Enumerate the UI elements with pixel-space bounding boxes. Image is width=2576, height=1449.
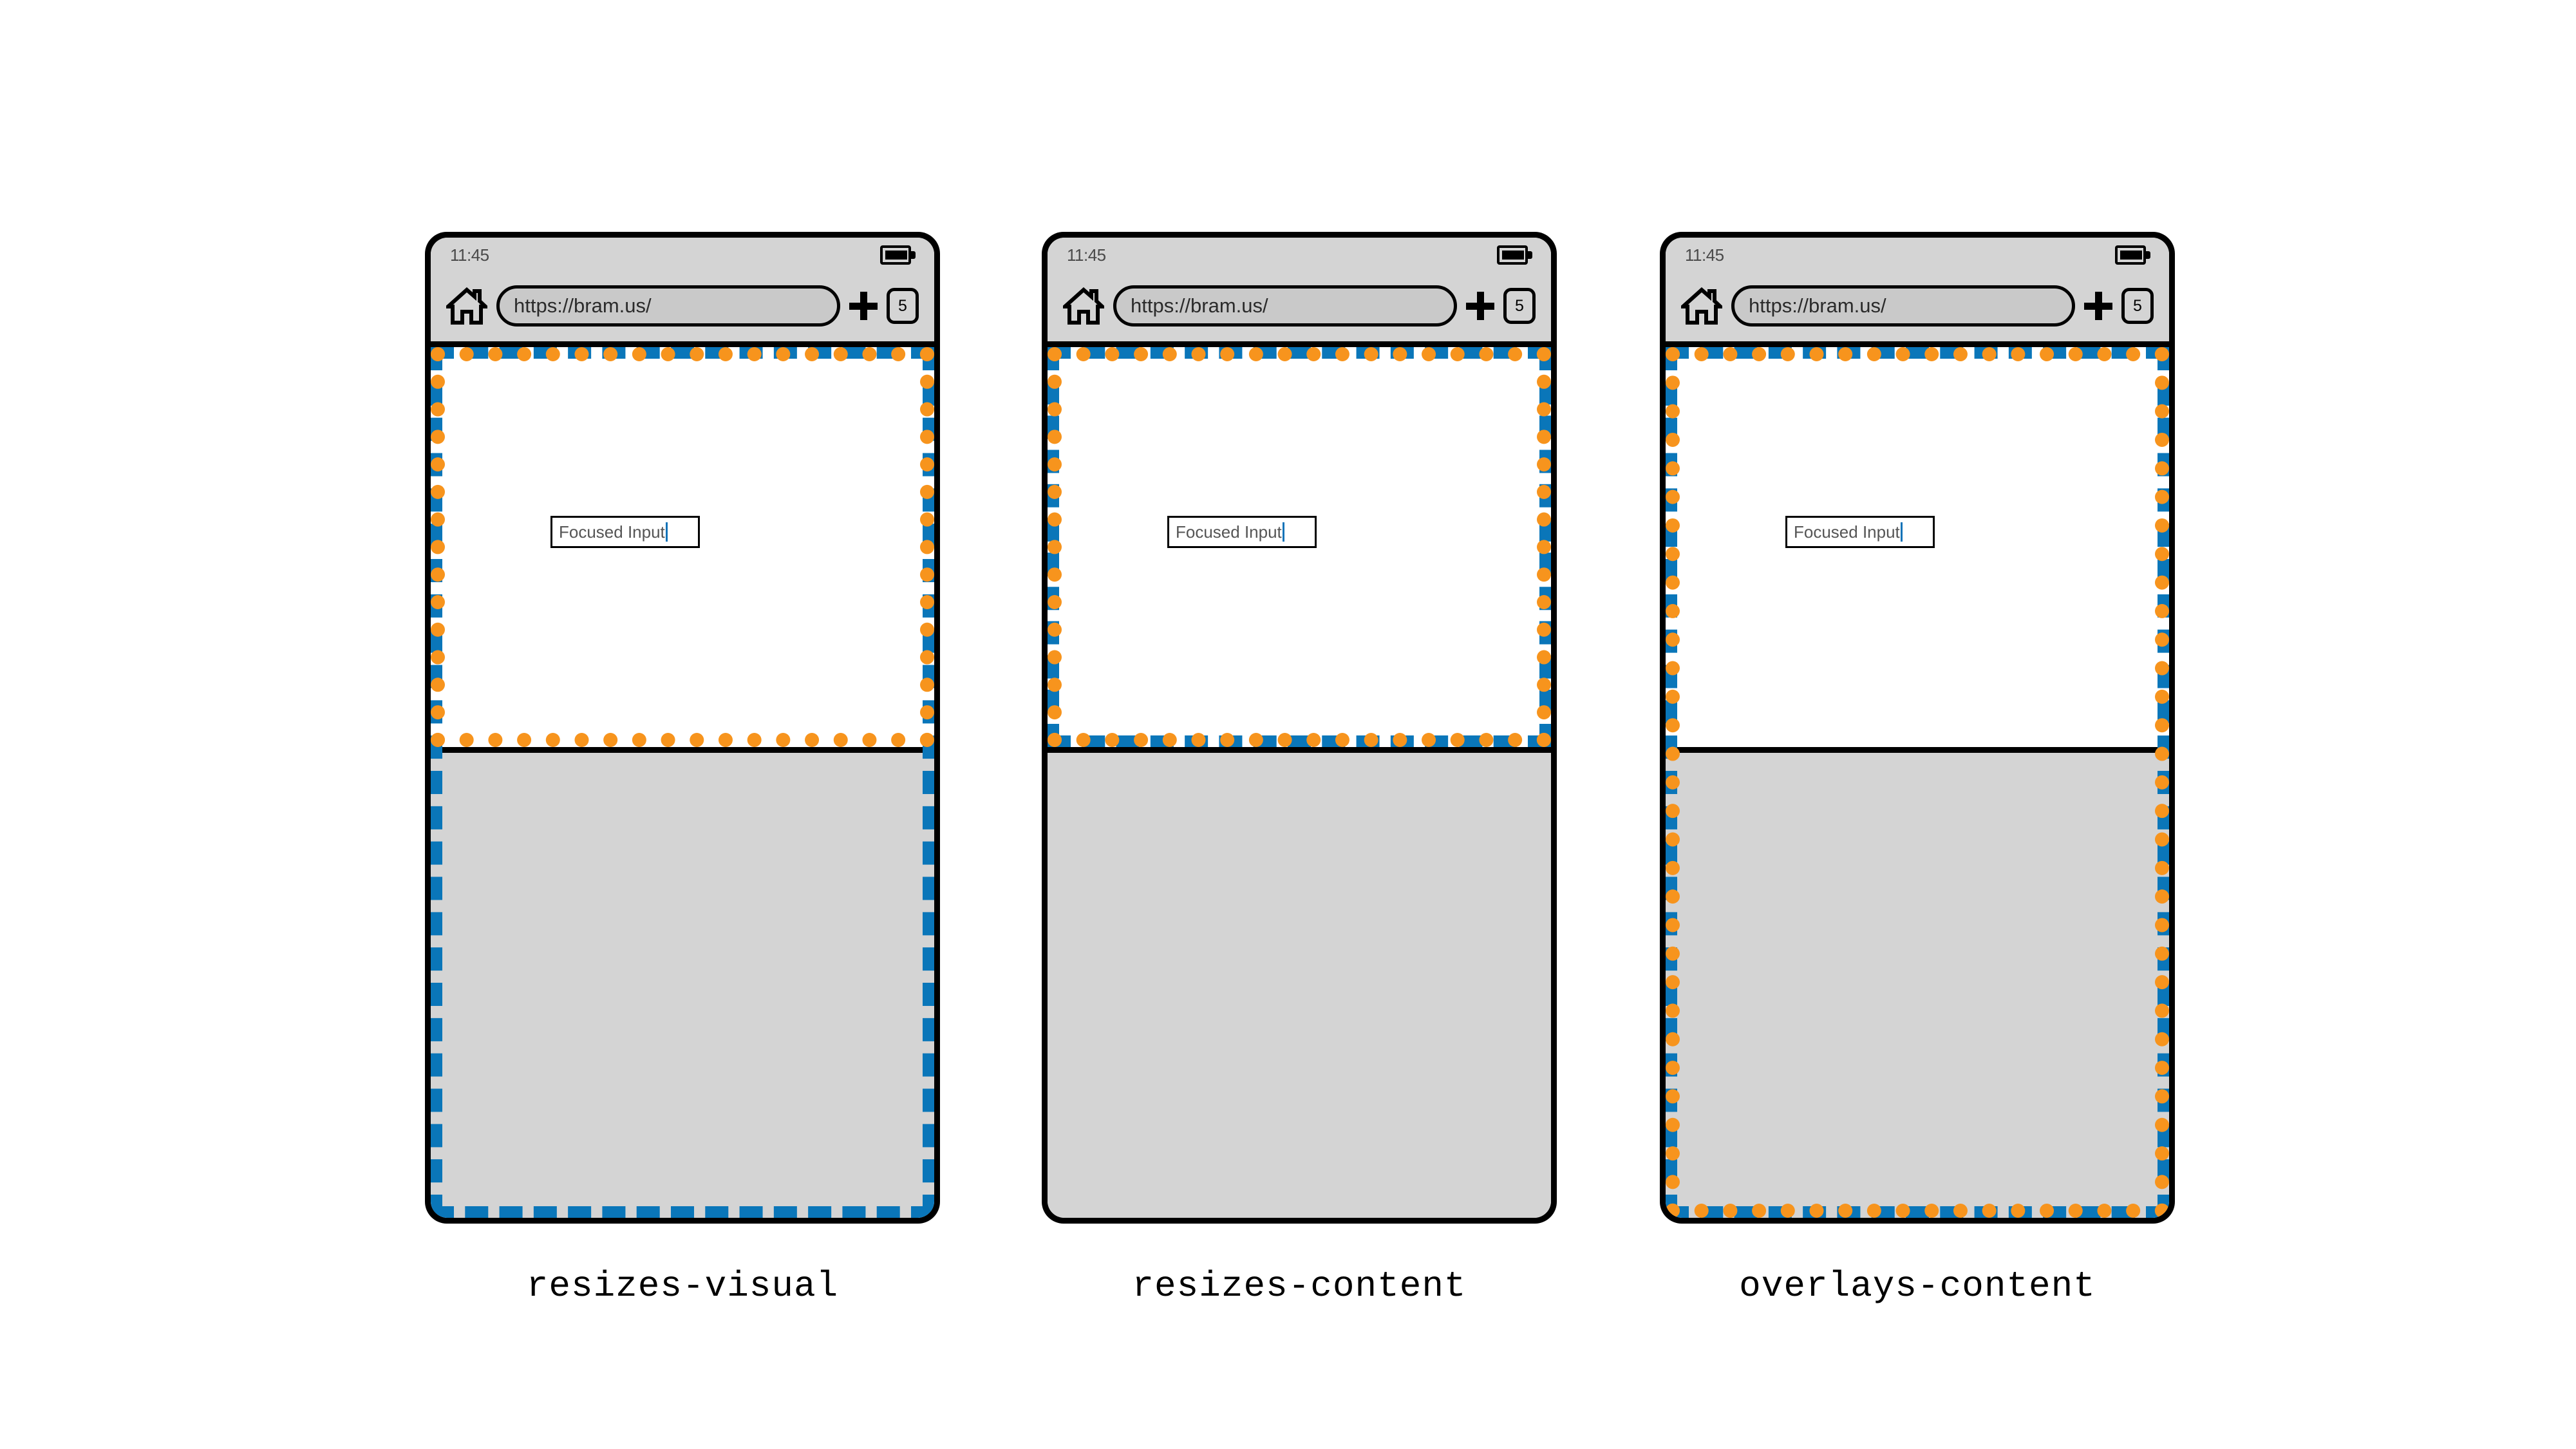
focused-input-field[interactable]: Focused Input bbox=[1785, 516, 1935, 548]
focused-input-value: Focused Input bbox=[559, 522, 665, 542]
phone-bezel: 11:45 https:/ bbox=[1660, 232, 2175, 1224]
browser-chrome: 11:45 https:/ bbox=[1666, 238, 2169, 347]
url-text: https://bram.us/ bbox=[514, 294, 652, 317]
status-bar-time: 11:45 bbox=[1067, 245, 1106, 265]
battery-icon bbox=[880, 245, 916, 265]
caption-overlays-content: overlays-content bbox=[1739, 1265, 2096, 1307]
browser-toolbar: https://bram.us/ 5 bbox=[1048, 267, 1551, 345]
url-bar[interactable]: https://bram.us/ bbox=[1731, 285, 2075, 327]
battery-fill bbox=[2120, 251, 2142, 260]
focused-input-field[interactable]: Focused Input bbox=[1167, 516, 1317, 548]
url-text: https://bram.us/ bbox=[1131, 294, 1268, 317]
text-caret bbox=[1900, 522, 1903, 542]
tab-count-button[interactable]: 5 bbox=[887, 288, 919, 324]
new-tab-plus-icon[interactable] bbox=[849, 292, 878, 320]
home-icon[interactable] bbox=[1678, 287, 1725, 325]
battery-cap bbox=[2146, 251, 2150, 259]
url-bar[interactable]: https://bram.us/ bbox=[1113, 285, 1457, 327]
battery-cap bbox=[911, 251, 916, 259]
home-icon[interactable] bbox=[1060, 287, 1107, 325]
status-bar-time: 11:45 bbox=[1685, 245, 1724, 265]
caption-resizes-content: resizes-content bbox=[1132, 1265, 1467, 1307]
focused-input-field[interactable]: Focused Input bbox=[550, 516, 700, 548]
url-text: https://bram.us/ bbox=[1749, 294, 1886, 317]
caption-resizes-visual: resizes-visual bbox=[526, 1265, 839, 1307]
new-tab-plus-icon[interactable] bbox=[2084, 292, 2112, 320]
url-bar[interactable]: https://bram.us/ bbox=[496, 285, 840, 327]
battery-cap bbox=[1528, 251, 1532, 259]
browser-toolbar: https://bram.us/ 5 bbox=[431, 267, 934, 345]
phone-bezel: 11:45 https:/ bbox=[1042, 232, 1557, 1224]
text-caret bbox=[665, 522, 668, 542]
battery-fill bbox=[1502, 251, 1524, 260]
phone-figure-resizes-visual: 11:45 https:/ bbox=[425, 232, 940, 1224]
battery-icon bbox=[2115, 245, 2151, 265]
phone-screen: 11:45 https:/ bbox=[1048, 238, 1551, 1218]
virtual-keyboard-pane bbox=[431, 747, 934, 1218]
battery-fill bbox=[885, 251, 907, 260]
new-tab-plus-icon[interactable] bbox=[1466, 292, 1494, 320]
tab-count-button[interactable]: 5 bbox=[2121, 288, 2154, 324]
battery-body bbox=[2115, 245, 2146, 265]
browser-chrome: 11:45 https:/ bbox=[431, 238, 934, 347]
battery-body bbox=[880, 245, 911, 265]
home-icon[interactable] bbox=[443, 287, 491, 325]
virtual-keyboard-pane bbox=[1666, 747, 2169, 1218]
phone-bezel: 11:45 https:/ bbox=[425, 232, 940, 1224]
virtual-keyboard-pane bbox=[1048, 747, 1551, 1218]
status-bar-time: 11:45 bbox=[450, 245, 489, 265]
battery-body bbox=[1497, 245, 1528, 265]
phone-screen: 11:45 https:/ bbox=[431, 238, 934, 1218]
tab-count-button[interactable]: 5 bbox=[1503, 288, 1536, 324]
battery-icon bbox=[1497, 245, 1533, 265]
focused-input-value: Focused Input bbox=[1176, 522, 1282, 542]
browser-chrome: 11:45 https:/ bbox=[1048, 238, 1551, 347]
phone-screen: 11:45 https:/ bbox=[1666, 238, 2169, 1218]
browser-toolbar: https://bram.us/ 5 bbox=[1666, 267, 2169, 345]
text-caret bbox=[1282, 522, 1284, 542]
phone-figure-resizes-content: 11:45 https:/ bbox=[1042, 232, 1557, 1224]
focused-input-value: Focused Input bbox=[1794, 522, 1900, 542]
phone-figure-overlays-content: 11:45 https:/ bbox=[1660, 232, 2175, 1224]
